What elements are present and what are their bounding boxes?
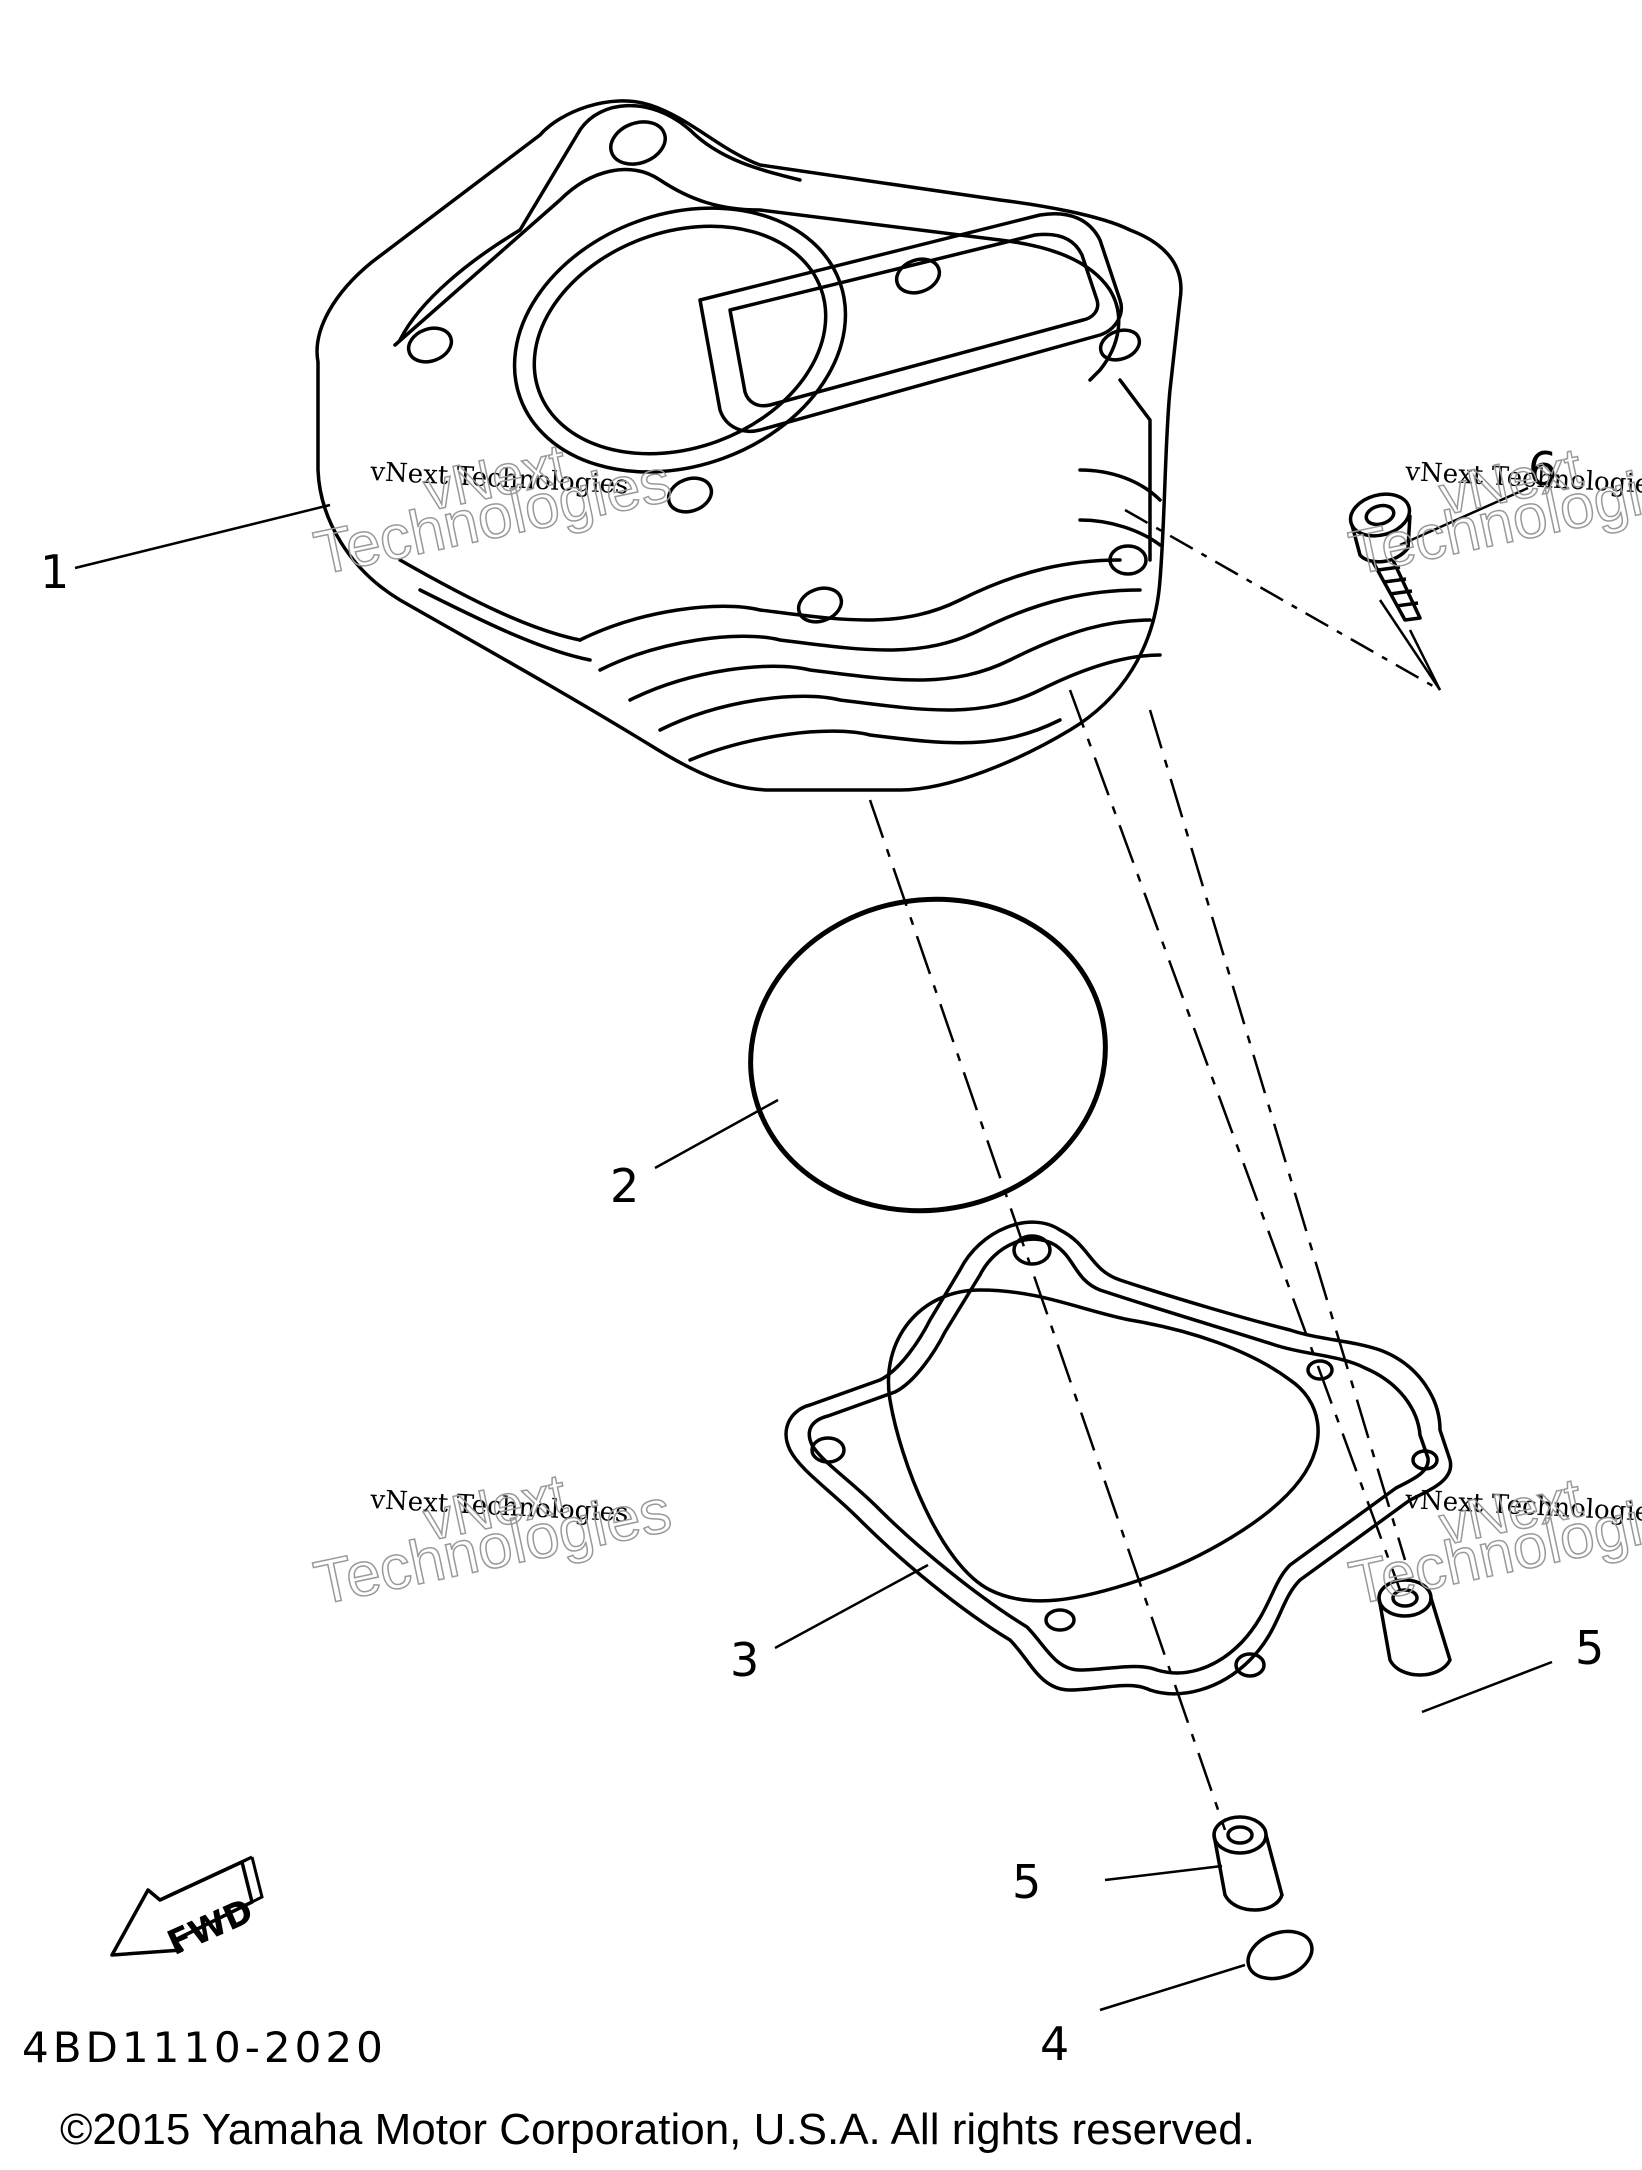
callout-5-upper: 5 [1575, 1621, 1604, 1675]
dowel-pin-part-5-lower[interactable] [1212, 1815, 1284, 1912]
callout-5-lower: 5 [1012, 1855, 1041, 1909]
o-ring-part-2[interactable] [726, 871, 1130, 1238]
copyright-notice: ©2015 Yamaha Motor Corporation, U.S.A. A… [60, 2105, 1255, 2154]
fwd-arrow-label: FWD [162, 1891, 260, 1964]
cylinder-part-1[interactable] [315, 99, 1183, 792]
callout-leader-lines [74, 486, 1553, 2012]
fwd-arrow-icon: FWD [110, 1855, 264, 1964]
callout-3: 3 [730, 1633, 759, 1687]
callout-4: 4 [1040, 2017, 1069, 2071]
assembly-center-lines [868, 689, 1407, 1831]
bolt-part-6[interactable] [1346, 488, 1422, 622]
watermark-2-outline: vNext Technologies [1343, 435, 1642, 590]
callout-6: 6 [1528, 442, 1557, 496]
plug-part-4[interactable] [1241, 1923, 1318, 1987]
dowel-pin-part-5-upper[interactable] [1377, 1578, 1452, 1677]
diagram-code: 4BD1110-2020 [22, 2023, 387, 2072]
bolt-alignment-lines [1124, 508, 1442, 692]
callout-numbers: 1 2 3 4 5 5 6 [40, 442, 1604, 2071]
callout-2: 2 [610, 1159, 639, 1213]
gasket-part-3[interactable] [784, 1220, 1453, 1696]
watermark-3-outline: vNext Technologies [308, 1460, 678, 1619]
watermark-4-outline: vNext Technologies [1343, 1465, 1642, 1620]
watermark-1-outline: vNext Technologies [308, 430, 678, 589]
callout-1: 1 [40, 545, 69, 599]
